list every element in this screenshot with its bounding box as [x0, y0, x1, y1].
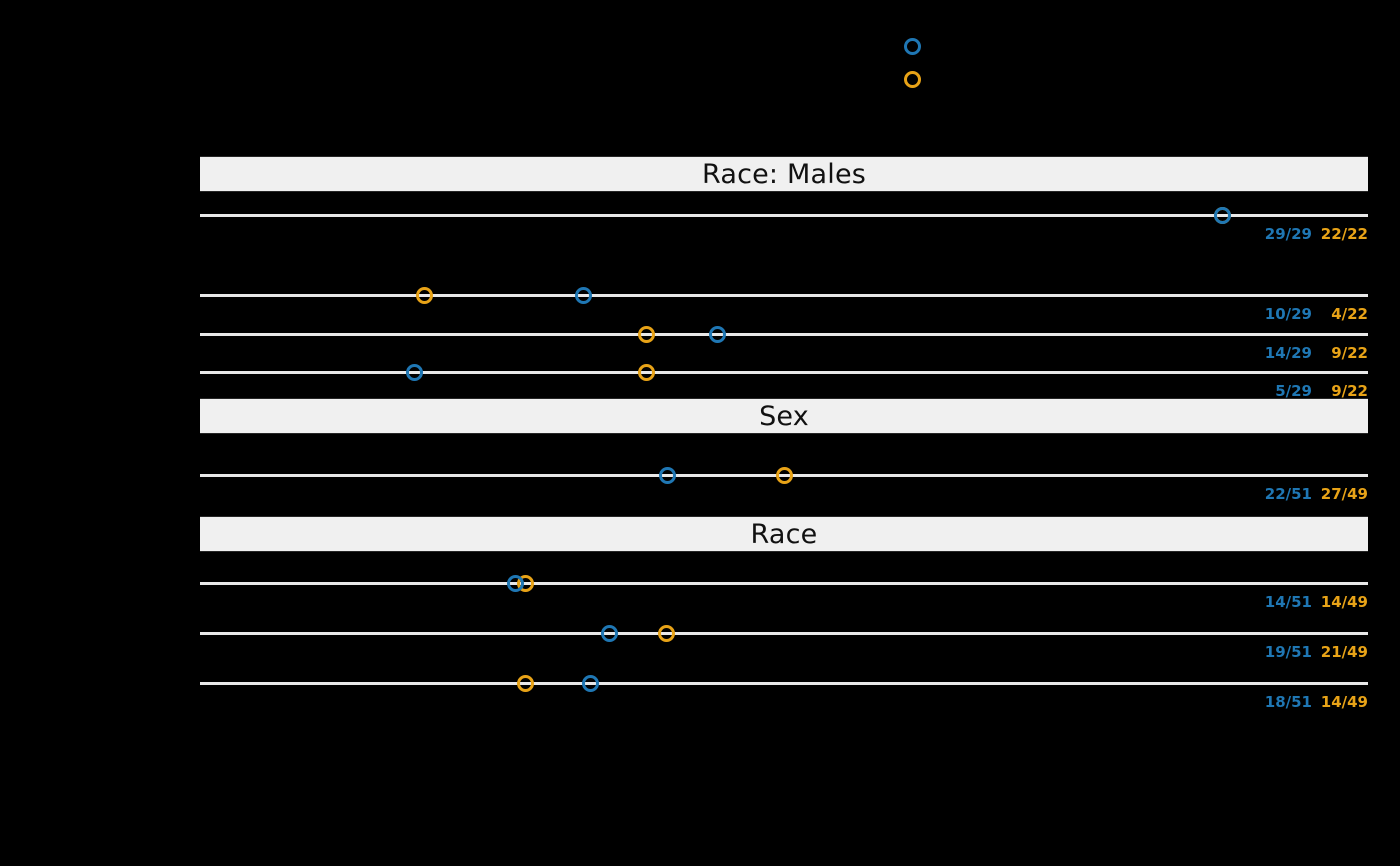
- fraction-label-orange: 9/22: [1331, 382, 1368, 400]
- row-axis-line: [200, 214, 1368, 217]
- data-point-blue: [574, 286, 592, 304]
- fraction-label-blue: 5/29: [1275, 382, 1312, 400]
- data-point-blue: [708, 325, 726, 343]
- data-point-blue: [601, 624, 619, 642]
- section-header-band: Race: [200, 516, 1368, 552]
- fraction-label-blue: 10/29: [1264, 305, 1312, 323]
- data-point-blue: [581, 674, 599, 692]
- fraction-label-orange: 22/22: [1320, 225, 1368, 243]
- data-point-orange: [775, 466, 793, 484]
- data-point-orange: [657, 624, 675, 642]
- fraction-label-blue: 14/29: [1264, 344, 1312, 362]
- fraction-label-blue: 14/51: [1264, 593, 1312, 611]
- data-point-orange: [637, 325, 655, 343]
- fraction-label-orange: 27/49: [1320, 485, 1368, 503]
- fraction-label-orange: 14/49: [1320, 693, 1368, 711]
- row-axis-line: [200, 632, 1368, 635]
- data-point-orange: [415, 286, 433, 304]
- fraction-label-orange: 21/49: [1320, 643, 1368, 661]
- row-axis-line: [200, 582, 1368, 585]
- fraction-label-orange: 4/22: [1331, 305, 1368, 323]
- section-header-band: Race: Males: [200, 156, 1368, 192]
- row-axis-line: [200, 371, 1368, 374]
- data-point-blue: [406, 363, 424, 381]
- fraction-label-blue: 18/51: [1264, 693, 1312, 711]
- data-point-blue: [1213, 206, 1231, 224]
- legend-marker-orange-icon: [904, 71, 921, 88]
- row-axis-line: [200, 333, 1368, 336]
- data-point-blue: [658, 466, 676, 484]
- fraction-label-blue: 29/29: [1264, 225, 1312, 243]
- section-header-band: Sex: [200, 398, 1368, 434]
- section-header-label: Race: Males: [701, 158, 867, 190]
- data-point-blue: [506, 574, 524, 592]
- data-point-orange: [637, 363, 655, 381]
- section-header-label: Sex: [759, 400, 809, 432]
- fraction-label-orange: 9/22: [1331, 344, 1368, 362]
- row-axis-line: [200, 682, 1368, 685]
- legend-marker-blue-icon: [904, 38, 921, 55]
- row-axis-line: [200, 294, 1368, 297]
- fraction-label-orange: 14/49: [1320, 593, 1368, 611]
- fraction-label-blue: 19/51: [1264, 643, 1312, 661]
- fraction-label-blue: 22/51: [1264, 485, 1312, 503]
- data-point-orange: [517, 674, 535, 692]
- section-header-label: Race: [750, 518, 818, 550]
